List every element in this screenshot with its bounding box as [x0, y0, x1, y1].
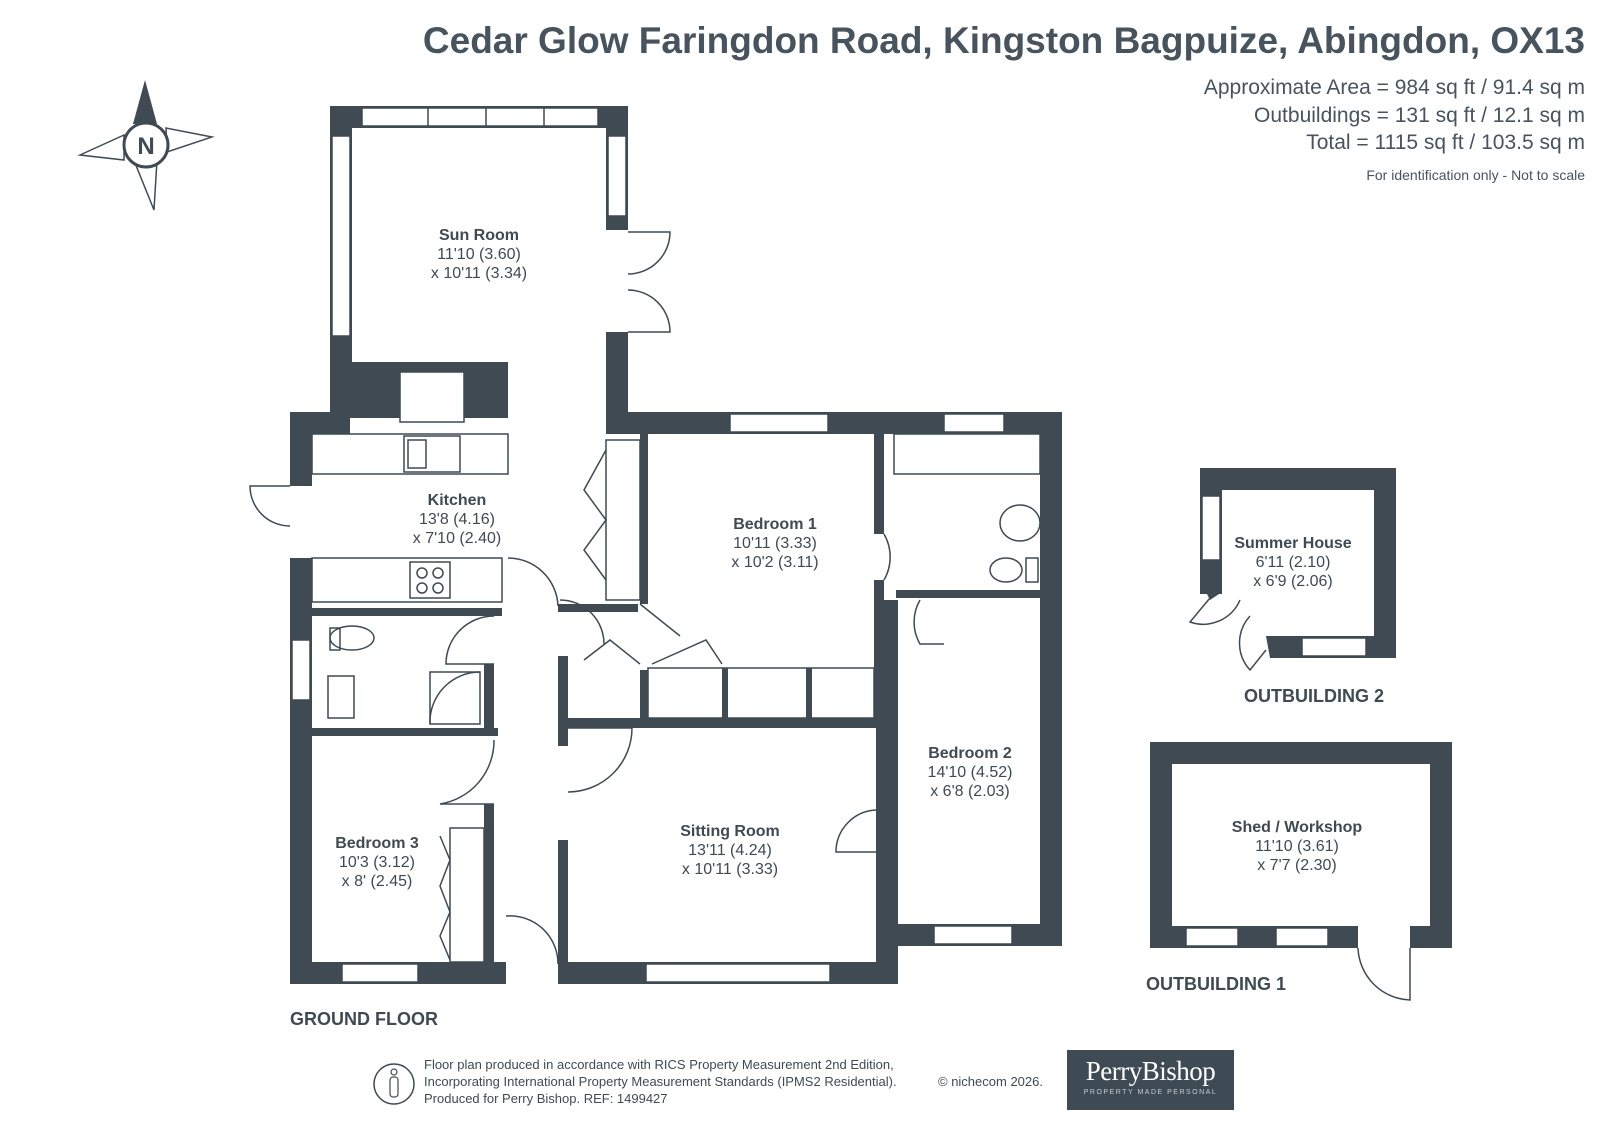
kitchen-dim1: 13'8 (4.16) [419, 511, 495, 528]
summer-house-name: Summer House [1234, 535, 1351, 552]
sun-room-name: Sun Room [439, 227, 519, 244]
footer-line2: Incorporating International Property Mea… [424, 1074, 897, 1089]
footer-line3: Produced for Perry Bishop. REF: 1499427 [424, 1091, 668, 1106]
sitting-room-dim1: 13'11 (4.24) [688, 842, 772, 859]
bedroom3-dim1: 10'3 (3.12) [339, 854, 415, 871]
disclaimer: For identification only - Not to scale [1366, 167, 1585, 183]
compass-north-label: N [137, 133, 154, 160]
ipms-person-icon [373, 1063, 415, 1105]
summer-house-dim2: x 6'9 (2.06) [1253, 573, 1333, 590]
property-title: Cedar Glow Faringdon Road, Kingston Bagp… [422, 20, 1585, 61]
kitchen-name: Kitchen [428, 492, 487, 509]
outbuildings-area: Outbuildings = 131 sq ft / 12.1 sq m [1254, 104, 1585, 127]
logo-sub-text: PROPERTY MADE PERSONAL [1083, 1089, 1218, 1096]
compass-rose-icon: N [77, 80, 215, 211]
shed-dim1: 11'10 (3.61) [1255, 838, 1339, 855]
shed-name: Shed / Workshop [1232, 819, 1363, 836]
sitting-room-dim2: x 10'11 (3.33) [682, 861, 778, 878]
doors [249, 231, 944, 965]
summer-house-windows [1201, 495, 1367, 657]
kitchen-dim2: x 7'10 (2.40) [413, 530, 501, 547]
bedroom2-dim2: x 6'8 (2.03) [930, 783, 1010, 800]
sun-room-dim2: x 10'11 (3.34) [431, 265, 527, 282]
shed-door [1357, 947, 1411, 1001]
logo-main-text: PerryBishop [1085, 1056, 1216, 1086]
fixtures [311, 371, 1041, 963]
bedroom1-dim1: 10'11 (3.33) [733, 535, 817, 552]
summer-house-doors [1188, 597, 1267, 672]
room-labels: Sun Room 11'10 (3.60) x 10'11 (3.34) Kit… [335, 227, 1362, 890]
bedroom2-name: Bedroom 2 [928, 745, 1012, 762]
bedroom2-dim1: 14'10 (4.52) [928, 764, 1013, 781]
perry-bishop-logo: PerryBishop PROPERTY MADE PERSONAL [1067, 1050, 1234, 1110]
sitting-room-name: Sitting Room [680, 823, 780, 840]
approx-area: Approximate Area = 984 sq ft / 91.4 sq m [1203, 76, 1585, 99]
shed-windows [1185, 927, 1329, 947]
sun-room-dim1: 11'10 (3.60) [437, 246, 521, 263]
shed-dim2: x 7'7 (2.30) [1257, 857, 1337, 874]
outbuilding1-label: OUTBUILDING 1 [1146, 974, 1286, 994]
windows [291, 107, 1013, 983]
bedroom1-dim2: x 10'2 (3.11) [731, 554, 818, 571]
outbuilding2-label: OUTBUILDING 2 [1244, 686, 1384, 706]
house-walls [290, 106, 1062, 984]
footer-copyright: © nichecom 2026. [938, 1074, 1043, 1089]
summer-house-dim1: 6'11 (2.10) [1256, 554, 1331, 571]
bedroom1-name: Bedroom 1 [733, 516, 817, 533]
bedroom3-name: Bedroom 3 [335, 835, 419, 852]
total-area: Total = 1115 sq ft / 103.5 sq m [1306, 131, 1585, 154]
footer-line1: Floor plan produced in accordance with R… [424, 1057, 894, 1072]
bedroom3-dim2: x 8' (2.45) [342, 873, 413, 890]
ground-floor-label: GROUND FLOOR [290, 1009, 438, 1029]
